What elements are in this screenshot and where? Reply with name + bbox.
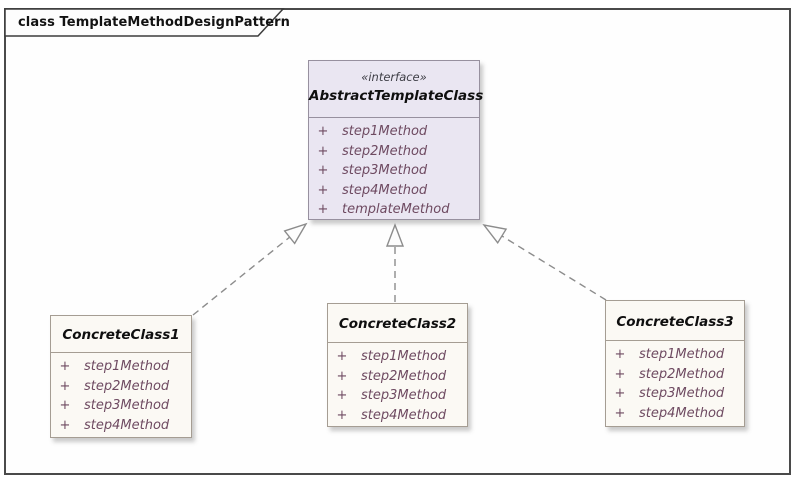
visibility-marker: + [614, 386, 626, 402]
class-header: ConcreteClass3 [606, 301, 744, 341]
visibility-marker: + [59, 359, 71, 375]
method-name: step2Method [361, 368, 447, 384]
method-name: step3Method [342, 163, 428, 179]
method-name: step3Method [84, 398, 170, 414]
class-methods-compartment: + step1Method + step2Method + step3Metho… [51, 353, 191, 435]
method-name: step4Method [342, 182, 428, 198]
method-row: + step1Method [309, 122, 479, 142]
method-name: step4Method [361, 407, 447, 423]
class-methods-compartment: + step1Method + step2Method + step3Metho… [328, 343, 467, 425]
visibility-marker: + [614, 366, 626, 382]
visibility-marker: + [317, 182, 329, 198]
method-name: step1Method [84, 359, 170, 375]
method-row: + step2Method [51, 377, 191, 397]
visibility-marker: + [59, 398, 71, 414]
visibility-marker: + [317, 124, 329, 140]
concrete-class2-box: ConcreteClass2 + step1Method + step2Meth… [327, 303, 468, 427]
method-name: step4Method [639, 405, 725, 421]
method-row: + step1Method [51, 357, 191, 377]
class-name: ConcreteClass2 [338, 316, 457, 332]
visibility-marker: + [317, 202, 329, 218]
method-row: + step2Method [328, 367, 467, 387]
method-row: + step3Method [309, 161, 479, 181]
method-name: step1Method [361, 349, 447, 365]
method-row: + step3Method [328, 386, 467, 406]
method-row: + step4Method [309, 181, 479, 201]
method-name: step2Method [639, 366, 725, 382]
class-header: ConcreteClass2 [328, 304, 467, 343]
visibility-marker: + [336, 368, 348, 384]
realization-connector-class3 [484, 225, 607, 301]
class-header: ConcreteClass1 [51, 316, 191, 353]
method-row: + step1Method [328, 347, 467, 367]
visibility-marker: + [614, 347, 626, 363]
method-row: + step2Method [606, 365, 744, 385]
method-name: step3Method [361, 388, 447, 404]
method-row: + step3Method [606, 384, 744, 404]
method-name: step1Method [342, 124, 428, 140]
method-name: step3Method [639, 386, 725, 402]
method-row: + step4Method [51, 416, 191, 436]
method-row: + step2Method [309, 142, 479, 162]
class-name: ConcreteClass1 [62, 327, 180, 343]
concrete-class1-box: ConcreteClass1 + step1Method + step2Meth… [50, 315, 192, 438]
method-name: step1Method [639, 347, 725, 363]
interface-class-box: «interface» AbstractTemplateClass + step… [308, 60, 484, 220]
realization-connector-class1 [192, 224, 306, 316]
visibility-marker: + [59, 378, 71, 394]
interface-header: «interface» AbstractTemplateClass [309, 61, 484, 118]
method-name: step4Method [84, 417, 170, 433]
frame-title-tab [4, 8, 285, 37]
visibility-marker: + [59, 417, 71, 433]
visibility-marker: + [614, 405, 626, 421]
interface-methods-compartment: + step1Method + step2Method + step3Metho… [309, 118, 479, 220]
method-name: step2Method [84, 378, 170, 394]
method-row: + step3Method [51, 396, 191, 416]
visibility-marker: + [317, 163, 329, 179]
concrete-class3-box: ConcreteClass3 + step1Method + step2Meth… [605, 300, 745, 427]
method-row: + step4Method [328, 406, 467, 426]
visibility-marker: + [336, 349, 348, 365]
method-row: + templateMethod [309, 200, 479, 220]
method-name: templateMethod [342, 202, 450, 218]
interface-stereotype: «interface» [361, 70, 427, 84]
interface-name: AbstractTemplateClass [309, 88, 484, 104]
method-name: step2Method [342, 143, 428, 159]
visibility-marker: + [317, 143, 329, 159]
class-name: ConcreteClass3 [616, 313, 734, 330]
visibility-marker: + [336, 407, 348, 423]
class-methods-compartment: + step1Method + step2Method + step3Metho… [606, 341, 744, 423]
visibility-marker: + [336, 388, 348, 404]
method-row: + step4Method [606, 404, 744, 424]
method-row: + step1Method [606, 345, 744, 365]
frame-title: class TemplateMethodDesignPattern [18, 15, 290, 30]
